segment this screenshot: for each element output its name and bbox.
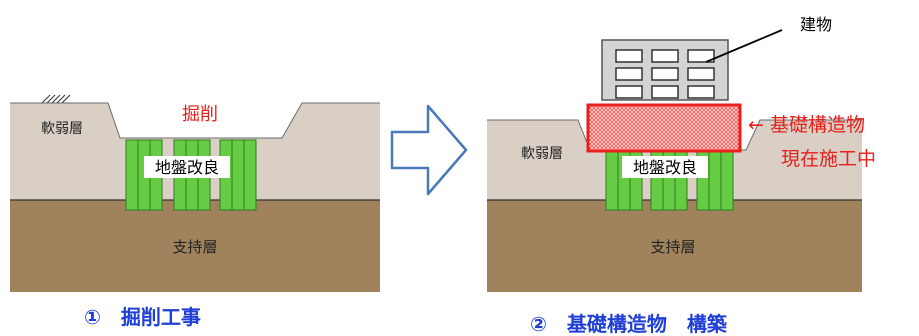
- soft-layer-label: 軟弱層: [41, 121, 83, 137]
- foundation-label: ← 基礎構造物: [748, 114, 865, 136]
- bearing-layer: [487, 200, 862, 292]
- left-panel: 地盤改良 軟弱層 掘削 支持層 ① 掘削工事: [10, 94, 380, 329]
- ground-hatch-mark: [41, 94, 71, 104]
- bearing-layer: [10, 200, 380, 292]
- ground-improvement-label-box: [622, 156, 708, 178]
- ground-improvement-label: 地盤改良: [633, 158, 697, 177]
- right-arrow-icon: [390, 104, 468, 196]
- excavation-label: 掘削: [182, 104, 218, 125]
- step1-caption: ① 掘削工事: [84, 305, 201, 329]
- bearing-layer-label: 支持層: [172, 238, 217, 256]
- soft-layer-label: 軟弱層: [521, 146, 563, 162]
- construction-status-label: 現在施工中: [781, 148, 876, 170]
- building-icon: [601, 39, 729, 101]
- ground-improvement-label: 地盤改良: [155, 158, 219, 177]
- ground-improvement-label-box: [144, 156, 230, 178]
- building-pointer-line: [705, 29, 783, 63]
- ground-surface-line: [10, 102, 380, 139]
- foundation-structure: [586, 103, 742, 153]
- bearing-layer-label: 支持層: [650, 238, 695, 256]
- building-label: 建物: [800, 15, 832, 34]
- step2-caption: ② 基礎構造物 構築: [530, 312, 728, 336]
- right-panel: 地盤改良 建物 軟弱層 支持層 ← 基礎構造物 現在施工中 ② 基礎構造物 構築: [487, 15, 876, 336]
